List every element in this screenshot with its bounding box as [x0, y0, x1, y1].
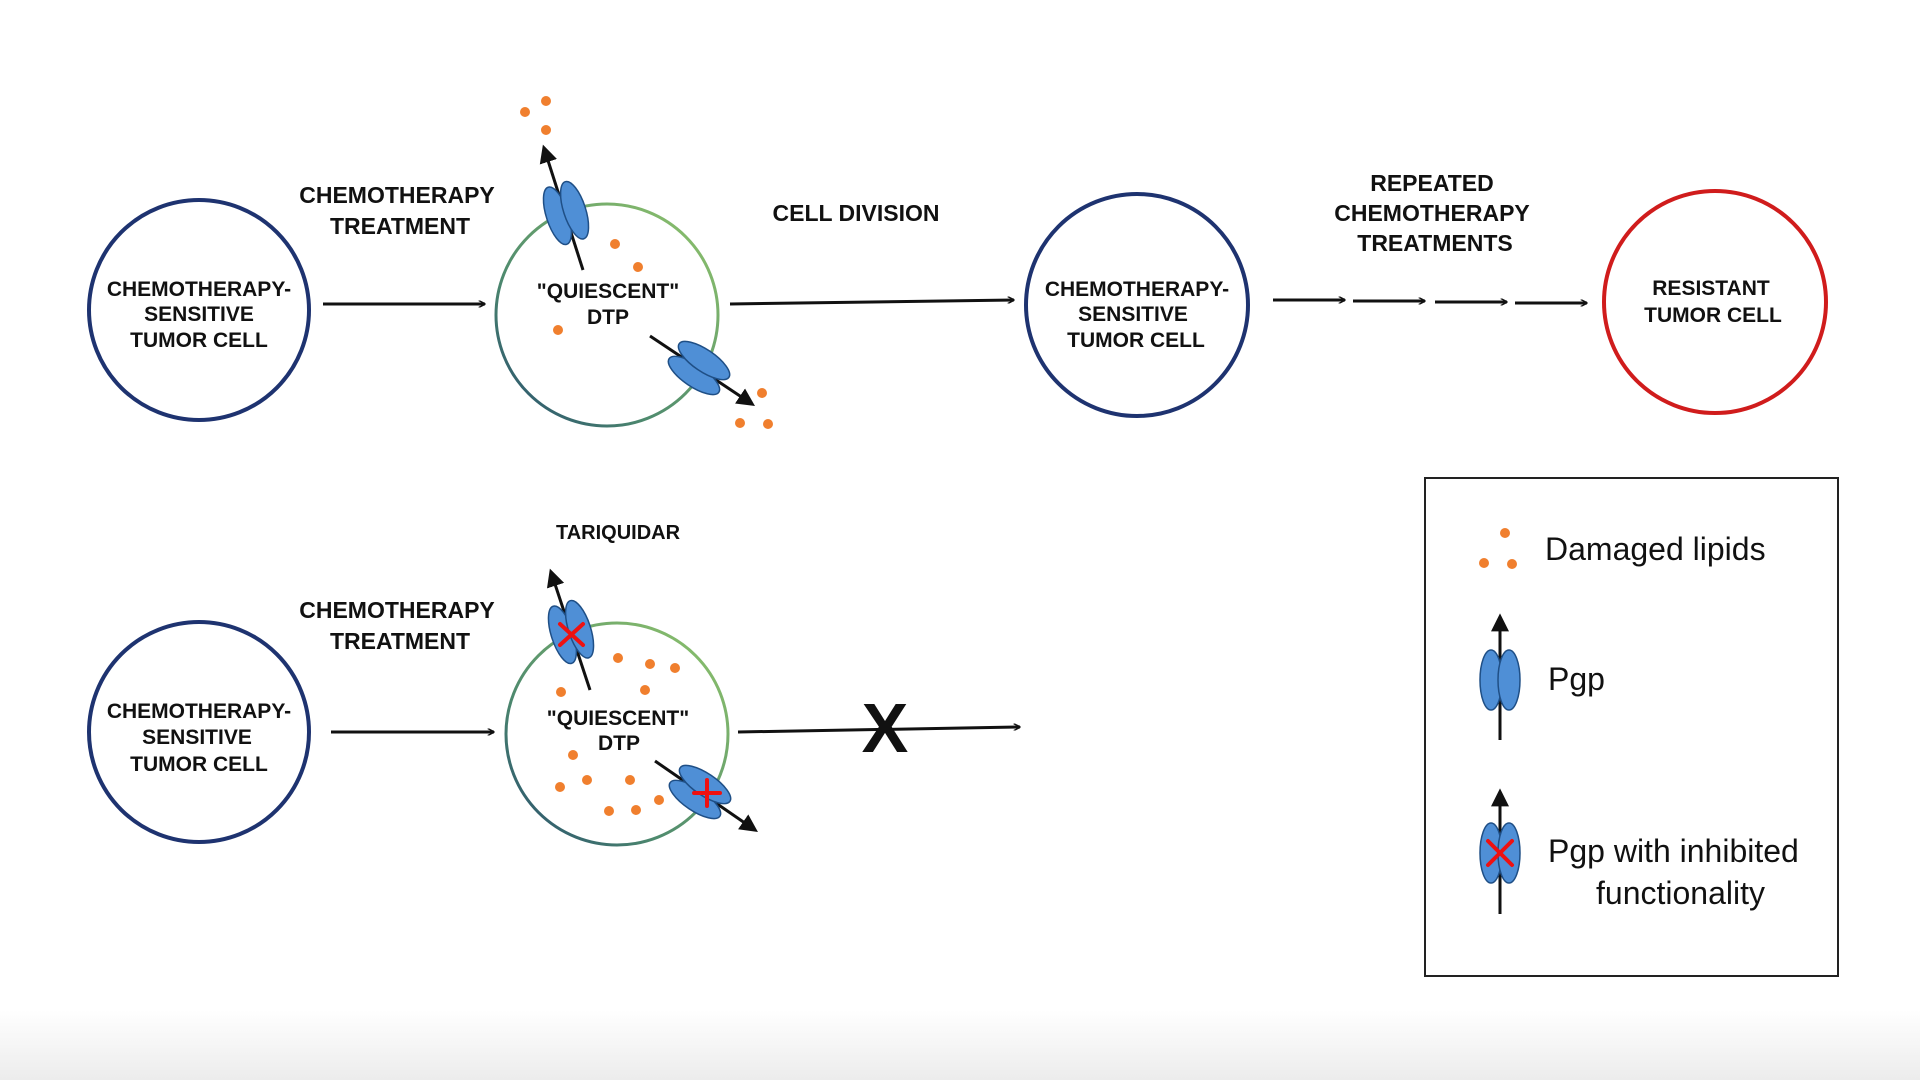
pgp-transporter-icon	[542, 180, 590, 246]
blocked-x-mark: X	[862, 689, 909, 767]
quiescent-dtp-cell	[504, 621, 730, 847]
resistant-label-line-2: TUMOR CELL	[1644, 304, 1782, 327]
legend-damaged-lipids: Damaged lipids	[1545, 531, 1766, 567]
cell-label-line-1: CHEMOTHERAPY-	[107, 278, 291, 301]
daughter-sensitive-tumor-cell	[1024, 192, 1250, 418]
cell-label-line-3: TUMOR CELL	[130, 329, 268, 352]
dtp-label-line-2: DTP	[587, 306, 629, 329]
legend-pgp-inhibited-line-1: Pgp with inhibited	[1548, 833, 1799, 869]
tariquidar-label: TARIQUIDAR	[556, 522, 681, 544]
damaged-lipid	[735, 418, 745, 428]
cell-division-arrow	[729, 300, 1014, 306]
legend-pgp: Pgp	[1548, 661, 1605, 697]
dtp-label-line-2: DTP	[598, 732, 640, 755]
accumulated-damaged-lipids	[555, 653, 680, 816]
damaged-lipid	[633, 262, 643, 272]
daughter-label-line-1: CHEMOTHERAPY-	[1045, 278, 1229, 301]
treatment-label-line-2: TREATMENT	[330, 628, 470, 654]
damaged-lipid	[763, 419, 773, 429]
damaged-lipid	[610, 239, 620, 249]
blocked-division-arrow	[737, 727, 1020, 734]
top-row: CHEMOTHERAPY- SENSITIVE TUMOR CELL CHEMO…	[87, 96, 1828, 429]
dtp-label-line-1: "QUIESCENT"	[537, 280, 679, 303]
treatment-label-line-1: CHEMOTHERAPY	[299, 182, 495, 208]
resistant-tumor-cell	[1602, 189, 1828, 415]
cell-label-line-2: SENSITIVE	[144, 303, 254, 326]
damaged-lipid	[541, 96, 551, 106]
cell-label-line-2: SENSITIVE	[142, 726, 252, 749]
cell-label-line-1: CHEMOTHERAPY-	[107, 700, 291, 723]
damaged-lipid	[757, 388, 767, 398]
legend-pgp-inhibited-line-2: functionality	[1596, 875, 1765, 911]
inhibit-x-icon	[692, 778, 722, 808]
bottom-row: CHEMOTHERAPY- SENSITIVE TUMOR CELL TARIQ…	[87, 522, 1020, 847]
inhibit-x-icon	[558, 622, 585, 647]
legend-box: Damaged lipids Pgp Pgp with inhibited fu…	[1424, 477, 1839, 977]
lipid-legend-icon	[1479, 528, 1517, 569]
resistant-label-line-1: RESISTANT	[1652, 277, 1770, 300]
treatment-label-line-1: CHEMOTHERAPY	[299, 597, 495, 623]
repeated-label-line-1: REPEATED	[1370, 170, 1494, 196]
dtp-label-line-1: "QUIESCENT"	[547, 707, 689, 730]
treatment-label-line-2: TREATMENT	[330, 213, 470, 239]
damaged-lipid	[541, 125, 551, 135]
pgp-legend-icon	[1479, 613, 1521, 740]
cell-division-label: CELL DIVISION	[773, 200, 940, 226]
daughter-label-line-2: SENSITIVE	[1078, 303, 1188, 326]
cell-label-line-3: TUMOR CELL	[130, 753, 268, 776]
pgp-inhibited-legend-icon	[1479, 788, 1521, 914]
sensitive-tumor-cell	[87, 620, 311, 844]
daughter-label-line-3: TUMOR CELL	[1067, 329, 1205, 352]
pgp-transporter-icon	[667, 340, 731, 396]
quiescent-dtp-cell	[494, 202, 720, 428]
repeated-label-line-3: TREATMENTS	[1357, 230, 1512, 256]
repeated-label-line-2: CHEMOTHERAPY	[1334, 200, 1530, 226]
bottom-gradient-band	[0, 1010, 1920, 1080]
damaged-lipid	[520, 107, 530, 117]
sensitive-tumor-cell	[87, 198, 311, 422]
damaged-lipid	[553, 325, 563, 335]
